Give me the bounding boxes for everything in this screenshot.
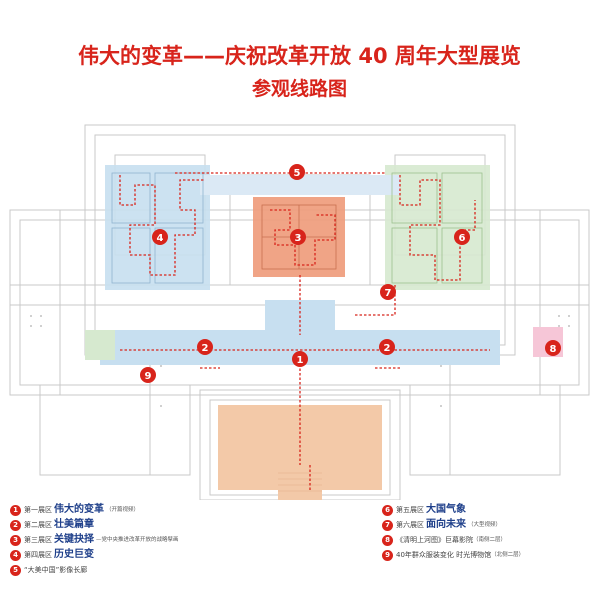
marker-3: 3 (290, 229, 306, 245)
marker-9: 9 (140, 367, 156, 383)
legend-item-8: 8《清明上河图》巨幕影院（南侧二层） (382, 533, 506, 547)
svg-text:3: 3 (295, 233, 302, 244)
zone-4-area (105, 165, 210, 290)
entrance-stairs (278, 465, 322, 500)
svg-text:7: 7 (385, 288, 392, 299)
zone-9-area (85, 330, 115, 360)
svg-text:8: 8 (550, 344, 557, 355)
page-title: 伟大的变革——庆祝改革开放 40 周年大型展览 (78, 44, 521, 68)
legend-number: 9 (382, 549, 393, 561)
legend-number: 8 (382, 534, 393, 546)
legend-number: 7 (382, 519, 393, 531)
marker-2-right: 2 (379, 339, 395, 355)
zone-5-corridor (200, 175, 400, 195)
visit-route (119, 172, 490, 490)
legend-number: 3 (10, 534, 21, 546)
route-markers: 1 2 2 3 4 5 6 7 8 9 (140, 164, 561, 383)
marker-8: 8 (545, 340, 561, 356)
legend-number: 6 (382, 504, 393, 516)
legend-number: 2 (10, 519, 21, 531)
page-subtitle: 参观线路图 (251, 78, 347, 100)
marker-2-left: 2 (197, 339, 213, 355)
floor-plan-map: 1 2 2 3 4 5 6 7 8 9 (9, 124, 590, 500)
marker-1: 1 (292, 351, 308, 367)
svg-text:2: 2 (384, 343, 391, 354)
legend-number: 1 (10, 504, 21, 516)
svg-text:6: 6 (459, 233, 466, 244)
marker-7: 7 (380, 284, 396, 300)
legend-number: 5 (10, 564, 21, 576)
legend-item-5: 5“大美中国”影像长廊 (10, 563, 87, 577)
marker-5: 5 (289, 164, 305, 180)
column-grid (30, 315, 570, 407)
zone-6-area (385, 165, 490, 290)
svg-text:2: 2 (202, 343, 209, 354)
marker-4: 4 (152, 229, 168, 245)
svg-text:5: 5 (294, 168, 301, 179)
svg-text:9: 9 (145, 371, 152, 382)
svg-text:1: 1 (297, 355, 304, 366)
marker-6: 6 (454, 229, 470, 245)
legend-number: 4 (10, 549, 21, 561)
svg-text:4: 4 (157, 233, 164, 244)
